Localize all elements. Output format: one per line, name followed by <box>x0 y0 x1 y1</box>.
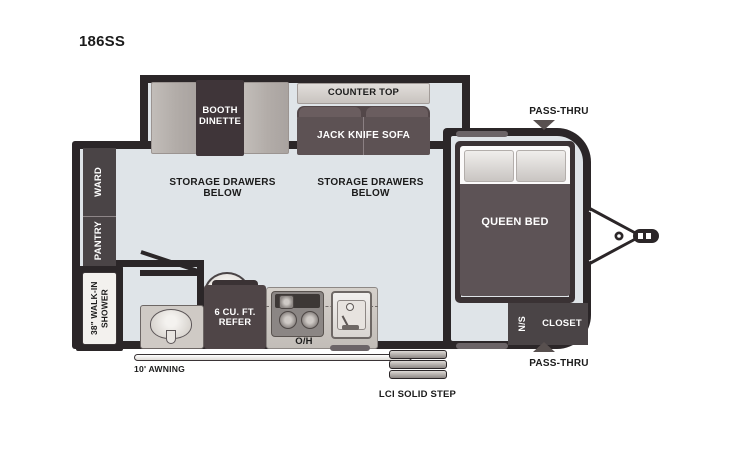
sofa-cushion-left <box>299 107 361 117</box>
arrow-up-icon <box>533 342 555 352</box>
pass-thru-top-label: PASS-THRU <box>529 106 589 118</box>
wardrobe-label: WARD <box>93 167 105 197</box>
entry-step-label: LCI SOLID STEP <box>378 388 457 400</box>
divider <box>83 216 116 217</box>
booth-dinette-table <box>196 80 244 156</box>
window-strip <box>330 345 370 351</box>
burner-icon <box>279 295 294 309</box>
bed-frame <box>455 141 575 303</box>
refrigerator <box>204 285 266 349</box>
counter-top <box>297 83 430 104</box>
page-title: 186SS <box>79 33 126 50</box>
sofa-divider <box>363 117 365 155</box>
overhead-label: O/H <box>295 336 313 348</box>
walk-in-shower <box>82 272 117 345</box>
nightstand <box>508 303 536 345</box>
awning-label: 10' AWNING <box>134 364 185 375</box>
bathroom-wall-top <box>140 270 204 276</box>
arrow-down-icon <box>533 120 555 130</box>
sofa-cushion-right <box>366 107 428 117</box>
refrigerator-label: 6 CU. FT. REFER <box>214 306 256 327</box>
pantry <box>83 216 116 266</box>
storage-drawers-right-label: STORAGE DRAWERS BELOW <box>317 176 424 199</box>
nightstand-label: N/S <box>516 316 527 332</box>
window-strip <box>456 131 508 137</box>
booth-dinette-label: BOOTH DINETTE <box>198 105 242 127</box>
toilet-base-icon <box>166 330 176 344</box>
jack-knife-sofa-label: JACK KNIFE SOFA <box>316 130 410 142</box>
faucet-knob-icon <box>346 303 354 311</box>
shower-label: 38" WALK-IN SHOWER <box>89 281 110 336</box>
entry-step <box>389 350 447 382</box>
refrigerator-top-trim <box>212 280 258 287</box>
burner-icon <box>279 311 297 329</box>
wall-spur <box>116 260 204 267</box>
pass-thru-bottom-label: PASS-THRU <box>529 358 589 370</box>
dinette-seat-right <box>243 82 289 154</box>
pillow-icon <box>516 150 566 182</box>
faucet-base-icon <box>342 325 359 330</box>
wardrobe <box>83 148 116 216</box>
pillow-icon <box>464 150 514 182</box>
window-strip <box>456 343 508 349</box>
door-swing-icon <box>140 250 202 274</box>
burner-icon <box>301 311 319 329</box>
closet-label: CLOSET <box>542 317 582 329</box>
storage-drawers-left-label: STORAGE DRAWERS BELOW <box>169 176 276 199</box>
hitch-icon <box>586 205 659 267</box>
awning <box>134 354 412 361</box>
pantry-label: PANTRY <box>93 221 105 261</box>
queen-bed-label: QUEEN BED <box>481 215 549 228</box>
closet <box>536 303 588 345</box>
counter-top-label: COUNTER TOP <box>327 87 400 99</box>
